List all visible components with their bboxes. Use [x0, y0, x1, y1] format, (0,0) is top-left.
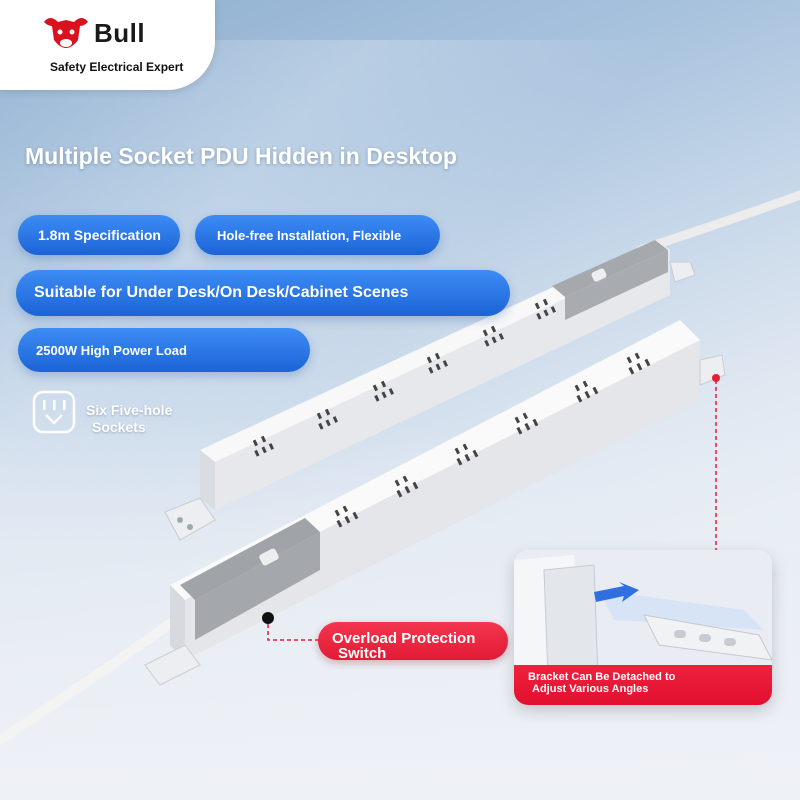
- bracket-detail-inset: Bracket Can Be Detached to Adjust Variou…: [514, 550, 772, 705]
- feature-badge-label: 2500W High Power Load: [36, 342, 187, 358]
- bracket-leader-dot: [712, 374, 720, 382]
- overload-switch-dot: [262, 612, 274, 624]
- top-strip-sockets: [252, 298, 557, 457]
- socket-count-label: Six Five-hole Sockets: [86, 402, 172, 436]
- five-hole-socket-icon: [32, 390, 76, 434]
- callout-line2: Switch: [338, 645, 387, 662]
- power-cable-bottom: [0, 615, 180, 745]
- feature-badge-label: 1.8m Specification: [38, 227, 161, 243]
- brand-tagline: Safety Electrical Expert: [50, 60, 184, 74]
- bull-head-icon: [44, 18, 88, 48]
- brand-logo-card: Bull Safety Electrical Expert: [0, 0, 215, 90]
- blue-arrow-icon: [594, 582, 639, 602]
- power-strip-top: [164, 240, 696, 541]
- socket-count-line1: Six Five-hole: [86, 402, 173, 418]
- callout-line1: Overload Protection: [332, 630, 476, 647]
- power-strip-bottom: [144, 320, 726, 686]
- socket-count-line2: Sockets: [92, 419, 146, 435]
- brand-name: Bull: [94, 18, 146, 48]
- overload-protection-callout: Overload Protection Switch: [318, 622, 508, 662]
- feature-badge-installation: Hole-free Installation, Flexible: [195, 215, 440, 255]
- bottom-strip-sockets: [334, 352, 651, 528]
- feature-badge-label: Hole-free Installation, Flexible: [217, 227, 402, 243]
- switch-leader-line: [267, 624, 320, 641]
- bracket-caption: Bracket Can Be Detached to Adjust Variou…: [514, 665, 772, 705]
- bracket-caption-line1: Bracket Can Be Detached to: [528, 671, 676, 683]
- power-cable-top: [635, 190, 800, 255]
- feature-badge-power: 2500W High Power Load: [18, 328, 310, 372]
- bracket-caption-line2: Adjust Various Angles: [532, 683, 649, 695]
- page-title: Multiple Socket PDU Hidden in Desktop: [25, 143, 457, 169]
- feature-badge-scenes: Suitable for Under Desk/On Desk/Cabinet …: [16, 270, 510, 316]
- feature-badge-label: Suitable for Under Desk/On Desk/Cabinet …: [34, 284, 409, 301]
- feature-badge-length: 1.8m Specification: [18, 215, 180, 255]
